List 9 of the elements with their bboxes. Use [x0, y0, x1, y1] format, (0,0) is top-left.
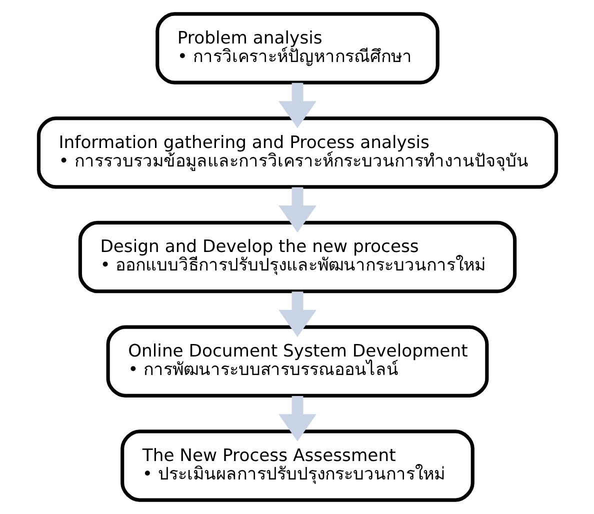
- node-box: Problem analysis • การวิเคราะห์ปัญหากรณีศึกษา: [155, 12, 439, 84]
- node-box: The New Process Assessment • ประเมินผลการปรับปรุงกระบวนการใหม่: [120, 430, 474, 502]
- node-box: Design and Develop the new process • ออกแบบวิธีการปรับปรุงและพัฒนากระบวนการใหม่: [78, 220, 516, 294]
- node-box: Information gathering and Process analysis • การรวบรวมข้อมูลและการวิเคราะห์กระบวนการทำงานปัจจุบัน: [36, 116, 558, 189]
- arrow: [278, 292, 316, 337]
- arrow: [278, 396, 316, 442]
- arrow: [278, 187, 316, 233]
- node-box: Online Document System Development • การพัฒนาระบบสารบรรณออนไลน์: [106, 325, 488, 398]
- arrow: [278, 82, 316, 128]
